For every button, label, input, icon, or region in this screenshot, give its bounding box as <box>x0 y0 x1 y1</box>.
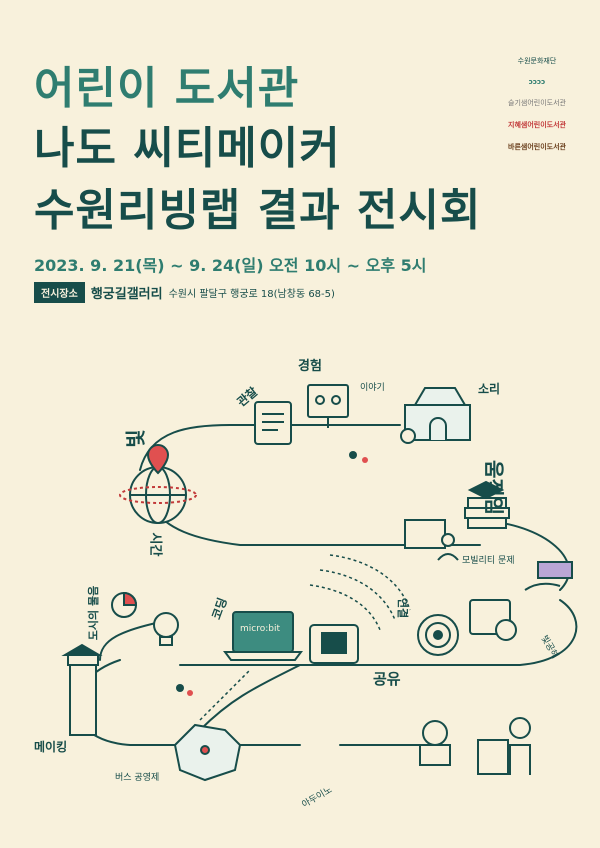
signal-arc <box>329 554 411 611</box>
logo-seulgisaem: 슬기샘어린이도서관 <box>508 99 566 107</box>
venue-tag: 전시장소 <box>34 282 85 303</box>
venue-name: 행궁길갤러리 <box>90 287 163 302</box>
money-hand-icon <box>524 561 573 591</box>
signal-arc <box>319 569 396 621</box>
globe-icon <box>119 443 197 524</box>
watchtower-icon <box>61 643 103 736</box>
logo-suwon-culture: 수원문화재단 <box>517 57 557 65</box>
lightbulb-icon <box>153 612 179 646</box>
reading-child-icon <box>419 720 451 766</box>
path-line <box>139 424 401 471</box>
laptop-icon <box>223 611 303 661</box>
keyword-bus: 버스 공영제 <box>115 773 160 783</box>
target-icon <box>417 614 459 656</box>
fortress-gate-icon <box>400 387 471 444</box>
graduate-icon <box>477 717 531 775</box>
keyword-gongyu: 공유 <box>373 670 401 688</box>
presentation-board-icon <box>307 384 349 428</box>
keyword-dosi: 도시의 물음 <box>87 585 101 641</box>
venue-row: 전시장소 행궁길갤러리 수원시 팔달구 행궁로 18(남창동 68-5) <box>34 282 335 303</box>
signal-arc <box>309 584 381 631</box>
keyword-sigan: 시간 <box>147 532 163 557</box>
gears-icon <box>176 451 368 696</box>
path-line <box>199 664 301 731</box>
venue-address: 수원시 팔달구 행궁로 18(남창동 68-5) <box>168 289 335 300</box>
keyword-sori: 소리 <box>478 382 501 396</box>
calendar-icon <box>469 599 517 641</box>
books-icon <box>464 480 510 529</box>
scroll-icon <box>254 401 292 445</box>
city-map-icon <box>173 723 242 782</box>
title-line-3: 수원리빙랩 결과 전시회 <box>34 185 482 236</box>
keyword-iyagi: 이야기 <box>360 383 385 393</box>
exhibition-date: 2023. 9. 21(목) ~ 9. 24(일) 오전 10시 ~ 오후 5시 <box>34 256 427 275</box>
microbit-board-icon <box>309 624 359 664</box>
title-line-1: 어린이 도서관 <box>34 63 300 114</box>
logo-library: ᴐᴐᴐᴐ <box>528 78 546 86</box>
keyword-making: 메이킹 <box>34 740 68 754</box>
title-line-2: 나도 씨티메이커 <box>34 123 341 174</box>
keyword-gyeongheom: 경험 <box>298 359 322 374</box>
logo-bareunsaem: 바른샘어린이도서관 <box>508 143 566 151</box>
keyword-bit: 빛 <box>123 429 148 448</box>
keyword-yeongyeol: 연결 <box>396 597 410 619</box>
presenter-icon <box>404 519 459 561</box>
keyword-umjigim: 움직임 <box>482 460 506 516</box>
pie-chart-icon <box>111 591 138 618</box>
logo-jihyesaem: 지혜샘어린이도서관 <box>508 121 566 129</box>
path-line <box>419 599 578 666</box>
sponsor-logos: 수원문화재단 ᴐᴐᴐᴐ 슬기샘어린이도서관 지혜샘어린이도서관 바른샘어린이도서… <box>502 56 572 164</box>
keyword-mobility: 모빌리티 문제 <box>462 556 515 566</box>
laptop-label: micro:bit <box>240 624 280 634</box>
